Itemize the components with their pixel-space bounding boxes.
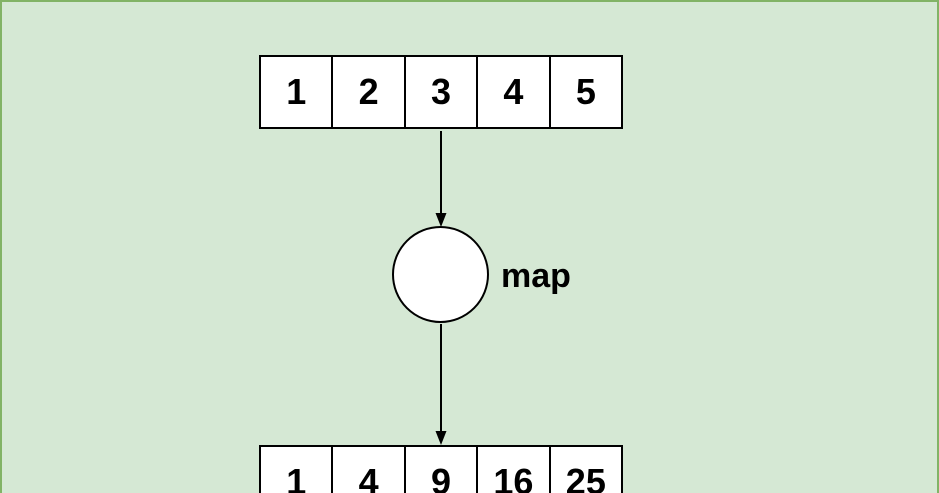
input-array-cell: 2 — [333, 57, 406, 127]
output-array-cell: 9 — [406, 447, 479, 493]
output-array-cell: 1 — [261, 447, 334, 493]
output-array: 1 4 9 16 25 — [259, 445, 623, 493]
map-circle — [392, 226, 489, 323]
map-label: map — [501, 257, 571, 295]
arrow-input-to-map — [435, 131, 447, 227]
input-array-cell: 5 — [575, 71, 596, 112]
output-array-cell: 4 — [333, 447, 406, 493]
input-array-cell: 4 — [478, 57, 551, 127]
input-array-cell: 3 — [406, 57, 479, 127]
arrow-map-to-output — [435, 324, 447, 445]
input-array-cell: 1 — [261, 57, 334, 127]
input-array: 1 2 3 4 5 — [259, 55, 623, 129]
output-array-cell: 25 — [565, 461, 606, 493]
output-array-cell: 16 — [478, 447, 551, 493]
